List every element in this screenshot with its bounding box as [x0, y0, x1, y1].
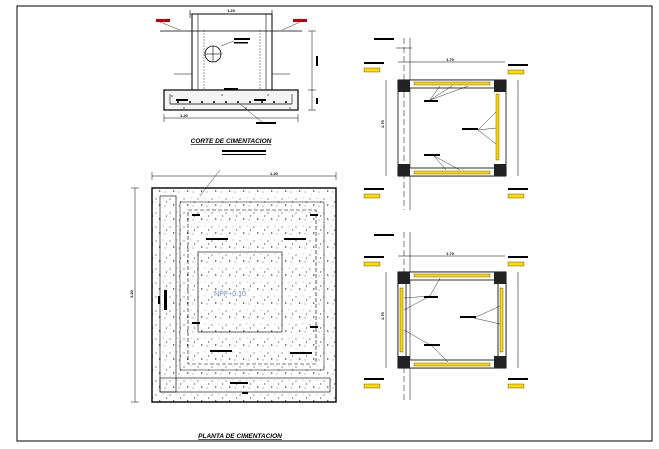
section-top-dim: 1.20 — [227, 8, 236, 13]
section-bottom-dim: 1.20 — [180, 113, 189, 118]
foundation-section: 1.20 — [156, 8, 318, 155]
col1-top-dim: 1.70 — [446, 57, 455, 62]
sheet-border — [16, 5, 653, 442]
column-detail-2: 1.70 1.70 — [363, 232, 528, 400]
col2-top-dim: 1.70 — [446, 251, 455, 256]
plan-title: PLANTA DE CIMENTACION — [198, 433, 282, 440]
plan-top-dim: 1.20 — [270, 171, 279, 176]
foundation-plan: 1.20 1.20 NPF+0.10 PLANTA DE C — [129, 169, 337, 440]
col1-left-dim: 1.70 — [380, 119, 385, 128]
column-detail-1: 1.70 1.70 — [363, 38, 528, 210]
col2-left-dim: 1.70 — [380, 311, 385, 320]
plan-center-label: NPF+0.10 — [214, 291, 246, 298]
plan-left-dim: 1.20 — [129, 289, 134, 298]
section-title: CORTE DE CIMENTACION — [191, 138, 272, 145]
